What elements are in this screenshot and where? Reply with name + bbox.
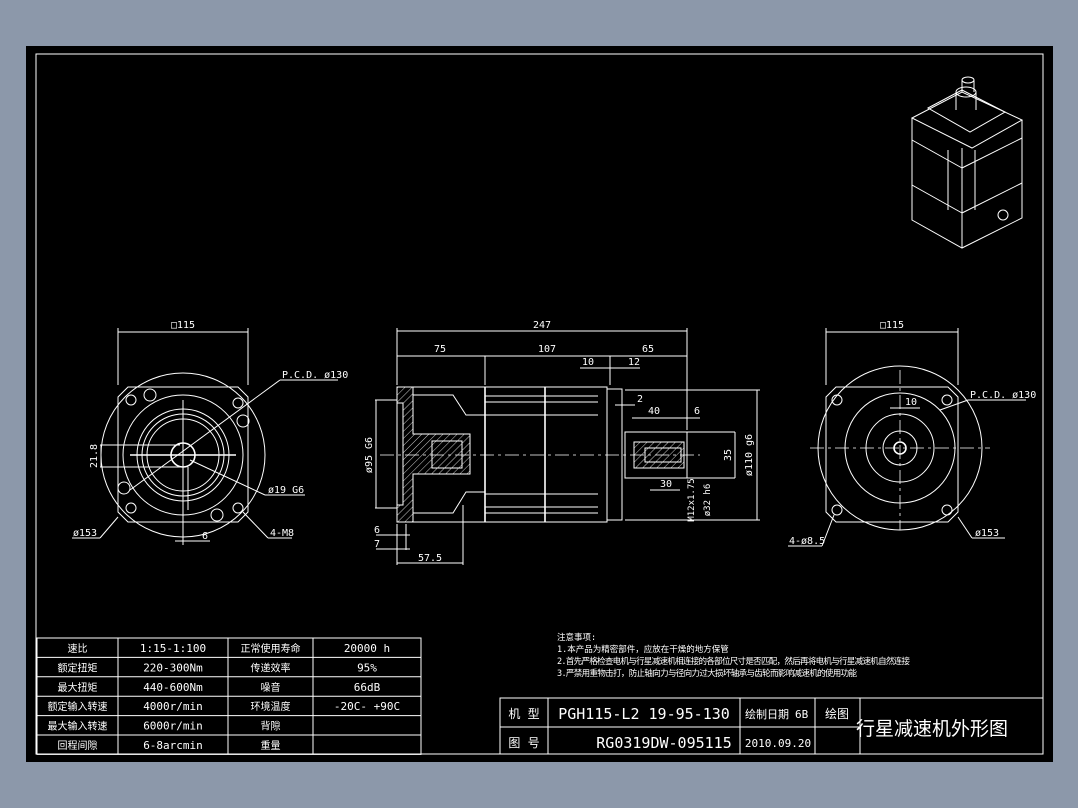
dim-12: 12 — [628, 357, 640, 368]
dim-seg2: 107 — [538, 344, 556, 355]
revision: 6B — [795, 708, 809, 721]
date-label: 绘制日期 — [745, 707, 789, 721]
dim-6: 6 — [694, 406, 700, 417]
model-label: 机 型 — [508, 707, 539, 721]
dim-2: 2 — [637, 394, 643, 405]
spec-value: 1:15-1:100 — [140, 642, 206, 655]
side-view-section: 247 75 107 65 10 12 2 40 6 ø110 g6 35 30… — [364, 320, 760, 565]
dim-40: 40 — [648, 406, 660, 417]
spec-label: 速比 — [68, 643, 88, 655]
drawn-label: 绘图 — [825, 706, 849, 721]
dim-shaft: ø32 h6 — [703, 484, 713, 517]
note-item: 2.首先严格检查电机与行星减速机相连接的各部位尺寸是否匹配，然后再将电机与行星减… — [557, 656, 910, 667]
dim-key-height: 21.8 — [89, 444, 100, 468]
spec-value: 6-8arcmin — [143, 739, 203, 752]
dim-square: □115 — [171, 320, 195, 331]
drawing-title: 行星减速机外形图 — [856, 718, 1008, 740]
spec-value: -20C- +90C — [334, 700, 400, 713]
spec-value: 20000 h — [344, 642, 390, 655]
spec-label: 额定扭矩 — [58, 661, 98, 674]
dim-key-width: 6 — [202, 531, 208, 542]
note-item: 3.严禁用重物击打，防止轴向力与径向力过大损坏轴承与齿轮而影响减速机的使用功能 — [557, 668, 857, 679]
dim-overall: 247 — [533, 320, 551, 331]
spec-value: 66dB — [354, 681, 381, 694]
title-block: 机 型 PGH115-L2 19-95-130 绘制日期 6B 绘图 图 号 R… — [499, 697, 1044, 755]
spec-value: 220-300Nm — [143, 661, 203, 674]
spec-label: 噪音 — [261, 681, 281, 694]
date-value: 2010.09.20 — [745, 737, 811, 750]
dim-seg1: 75 — [434, 344, 446, 355]
dim-35: 35 — [723, 449, 734, 461]
spec-label: 重量 — [261, 739, 281, 752]
spec-label: 正常使用寿命 — [241, 642, 301, 655]
dim-flange-right: ø153 — [975, 528, 999, 539]
spec-label: 最大扭矩 — [58, 681, 98, 694]
spec-value: 95% — [357, 661, 377, 674]
spec-label: 最大输入转速 — [48, 720, 108, 733]
dim-input-pilot: ø95 G6 — [364, 437, 375, 473]
dim-57-5: 57.5 — [418, 553, 442, 564]
dim-bore: ø19 G6 — [268, 485, 304, 496]
spec-label: 额定输入转速 — [48, 700, 108, 713]
dim-square-right: □115 — [880, 320, 904, 331]
dim-6-flange: 6 — [374, 525, 380, 536]
dim-holes-right: 4-ø8.5 — [789, 536, 825, 547]
spec-label: 传递效率 — [251, 661, 291, 674]
dim-thread: M12x1.75 — [687, 478, 697, 521]
notes-title: 注意事项: — [557, 632, 596, 643]
front-view-output: □115 P.C.D. ø130 10 ø153 4-ø8.5 — [788, 320, 1036, 547]
note-item: 1.本产品为精密部件，应放在干燥的地方保管 — [557, 644, 729, 655]
dim-30: 30 — [660, 479, 672, 490]
isometric-view — [910, 76, 1024, 249]
dim-seg3: 65 — [642, 344, 654, 355]
spec-label: 回程间隙 — [58, 739, 98, 752]
dim-10: 10 — [582, 357, 594, 368]
dim-pcd: P.C.D. ø130 — [282, 370, 348, 381]
dim-pcd-right: P.C.D. ø130 — [970, 390, 1036, 401]
spec-value: 4000r/min — [143, 700, 203, 713]
front-view-input: □115 P.C.D. ø130 ø19 G6 ø153 4-M8 21.8 6 — [72, 320, 348, 545]
spec-label: 背隙 — [261, 720, 281, 733]
dim-7-flange: 7 — [374, 539, 380, 550]
dim-holes: 4-M8 — [270, 528, 294, 539]
drawing-no-label: 图 号 — [508, 736, 539, 750]
drawing-canvas — [26, 46, 1053, 762]
notes: 注意事项: 1.本产品为精密部件，应放在干燥的地方保管 2.首先严格检查电机与行… — [557, 632, 910, 679]
spec-table: 速比 1:15-1:100 正常使用寿命 20000 h 额定扭矩 220-300Nm 传递… — [36, 637, 422, 755]
dim-pilot: ø110 g6 — [744, 434, 755, 476]
spec-label: 环境温度 — [251, 700, 291, 713]
spec-value: 440-600Nm — [143, 681, 203, 694]
model-value: PGH115-L2 19-95-130 — [558, 705, 730, 723]
drawing-no-value: RG0319DW-095115 — [596, 734, 731, 752]
spec-value: 6000r/min — [143, 720, 203, 733]
dim-10-right: 10 — [905, 397, 917, 408]
dim-flange: ø153 — [73, 528, 97, 539]
